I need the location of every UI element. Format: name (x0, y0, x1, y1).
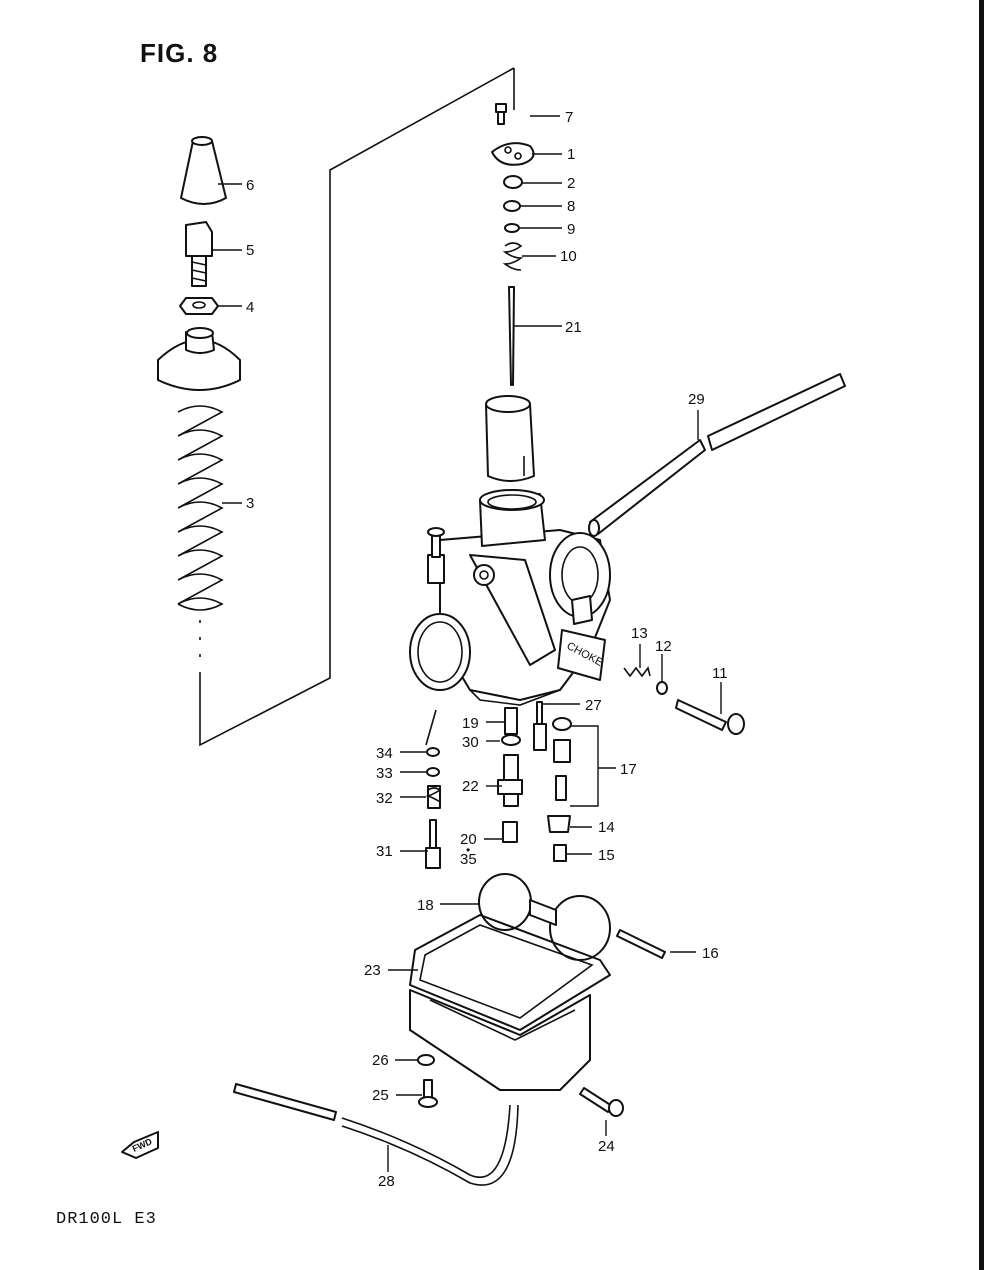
callout-12: 12 (655, 638, 672, 655)
leader-lines (212, 115, 722, 1172)
pilot-spring (425, 785, 442, 809)
chamber-screw-washer (417, 1054, 435, 1066)
callout-7: 7 (565, 109, 573, 126)
callout-dot-20-35: • (466, 843, 470, 857)
throttle-valve-spring (177, 405, 224, 611)
callout-21: 21 (565, 319, 582, 336)
callout-26: 26 (372, 1052, 389, 1069)
callout-8: 8 (567, 198, 575, 215)
figure-title: FIG. 8 (140, 38, 219, 68)
callout-25: 25 (372, 1087, 389, 1104)
callout-33: 33 (376, 765, 393, 782)
callout-5: 5 (246, 242, 254, 259)
mixing-chamber-top (157, 327, 241, 391)
callout-17: 17 (620, 761, 637, 778)
clip-retaining-screw (553, 844, 567, 862)
callout-2: 2 (567, 175, 575, 192)
page-edge-bar (979, 0, 984, 1270)
cable-cap-boot (180, 136, 227, 205)
callout-31: 31 (376, 843, 393, 860)
throttle-valve (485, 395, 535, 482)
callout-14: 14 (598, 819, 615, 836)
callout-4: 4 (246, 299, 254, 316)
callout-22: 22 (462, 778, 479, 795)
throttle-stop-screw (675, 699, 745, 735)
jet-needle (508, 286, 515, 386)
pilot-washer (426, 767, 440, 777)
needle-clip-plate (491, 142, 535, 166)
callout-13: 13 (631, 625, 648, 642)
needle-spring (502, 242, 524, 271)
callout-labels: 1 2 3 4 5 6 7 8 9 10 11 12 13 14 15 16 1… (246, 109, 728, 1190)
callout-6: 6 (246, 177, 254, 194)
float (478, 873, 611, 961)
stop-screw-washer (656, 681, 668, 695)
callout-30: 30 (462, 734, 479, 751)
callout-18: 18 (417, 897, 434, 914)
callout-28: 28 (378, 1173, 395, 1190)
model-code: DR100L E3 (56, 1210, 157, 1229)
float-pin (616, 929, 666, 959)
callout-1: 1 (567, 146, 575, 163)
callout-10: 10 (560, 248, 577, 265)
callout-3: 3 (246, 495, 254, 512)
needle-seat (503, 175, 523, 189)
needle-e-ring (503, 200, 521, 212)
callout-27: 27 (585, 697, 602, 714)
carburetor-body: CHOKE (409, 489, 611, 706)
clip-screw (495, 103, 507, 125)
main-jet (502, 821, 518, 843)
jet-o-ring (501, 734, 521, 746)
needle-jet-holder (504, 707, 518, 735)
callout-29: 29 (688, 391, 705, 408)
pilot-o-ring (426, 747, 440, 757)
callout-15: 15 (598, 847, 615, 864)
callout-23: 23 (364, 962, 381, 979)
callout-24: 24 (598, 1138, 615, 1155)
needle-jet (497, 754, 523, 807)
pilot-screw (425, 819, 441, 869)
callout-19: 19 (462, 715, 479, 732)
callout-35: 35 (460, 851, 477, 868)
cable-adjuster-bolt (185, 221, 213, 287)
drain-tube (233, 1083, 519, 1186)
stop-screw-spring (623, 666, 651, 678)
needle-washer (504, 223, 520, 233)
drain-plug-screw (579, 1087, 624, 1117)
fwd-direction-badge: FWD (121, 1131, 159, 1159)
callout-20: 20 (460, 831, 477, 848)
float-chamber-gasket (409, 914, 611, 1031)
callout-34: 34 (376, 745, 393, 762)
lock-nut (179, 297, 219, 315)
float-valve-assembly (552, 717, 572, 801)
callout-16: 16 (702, 945, 719, 962)
float-valve-clip (547, 815, 571, 833)
callout-32: 32 (376, 790, 393, 807)
float-chamber (409, 989, 591, 1091)
callout-9: 9 (567, 221, 575, 238)
assembly-bracket (199, 67, 515, 747)
callout-11: 11 (712, 665, 728, 682)
vent-tube (588, 373, 846, 537)
chamber-screw (418, 1079, 438, 1108)
starter-plunger (533, 701, 547, 751)
